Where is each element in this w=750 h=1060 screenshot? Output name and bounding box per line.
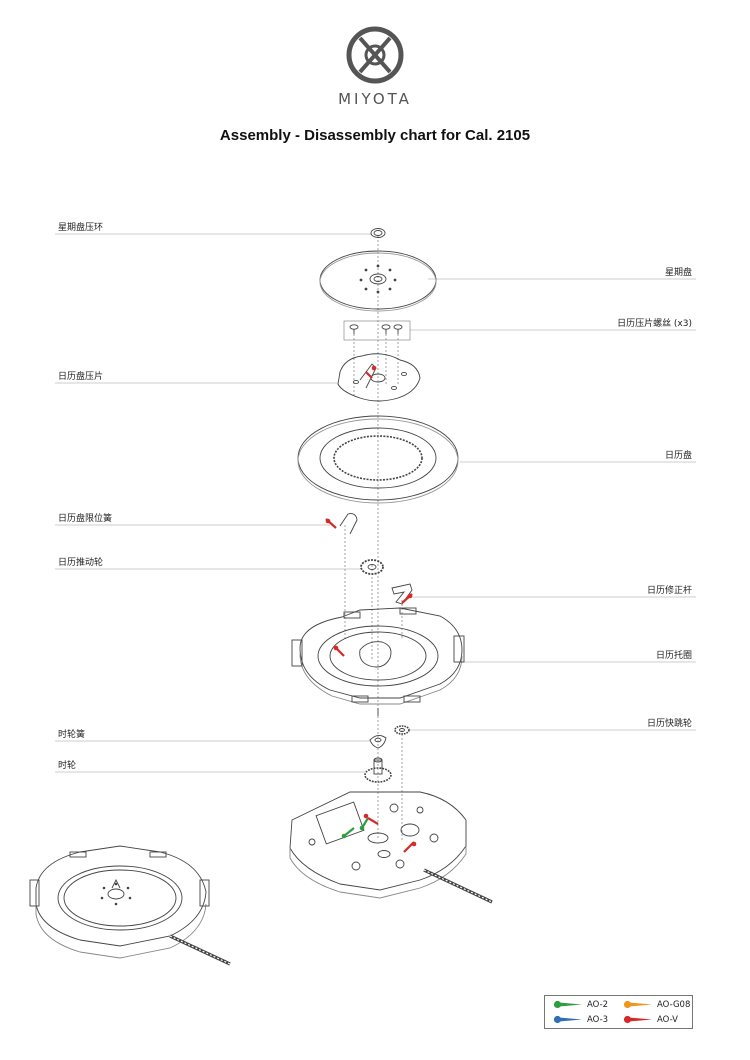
label-date-plate-screws: 日历压片螺丝 (x3) bbox=[617, 319, 692, 329]
oil-legend: AO-2 AO-G08 AO-3 AO-V bbox=[544, 995, 693, 1029]
label-date-dial-ring: 星期盘压环 bbox=[58, 223, 104, 233]
label-hour-wheel-spring: 时轮簧 bbox=[58, 730, 86, 740]
page-title: Assembly - Disassembly chart for Cal. 21… bbox=[219, 127, 531, 144]
label-date-driving-wheel: 日历推动轮 bbox=[58, 558, 104, 568]
main-movement-base-part bbox=[289, 791, 493, 904]
label-date-holder: 日历托圈 bbox=[655, 651, 692, 661]
legend-item-ao-2: AO-2 bbox=[553, 1000, 608, 1010]
miyota-emblem-icon bbox=[346, 26, 404, 84]
day-disk-part bbox=[319, 250, 437, 312]
legend-item-ao-3: AO-3 bbox=[553, 1015, 608, 1025]
hour-wheel-spring-part bbox=[369, 735, 387, 749]
label-date-disk: 日历盘 bbox=[664, 451, 692, 461]
miyota-logo: MIYOTA bbox=[325, 26, 425, 108]
leader-lines bbox=[55, 233, 696, 773]
legend-item-ao-g08: AO-G08 bbox=[623, 1000, 690, 1010]
brand-name: MIYOTA bbox=[338, 90, 412, 108]
hour-wheel-part bbox=[364, 757, 392, 783]
legend-item-ao-v: AO-V bbox=[623, 1015, 678, 1025]
orange-oiler-icon bbox=[623, 1000, 652, 1009]
date-plate-screws-part bbox=[343, 320, 411, 341]
date-holder-part bbox=[291, 607, 465, 716]
label-date-jumper-spring: 日历盘限位簧 bbox=[58, 514, 113, 524]
assembled-movement-view bbox=[29, 845, 231, 966]
label-date-corrector: 日历修正杆 bbox=[646, 586, 692, 596]
label-date-disk-plate: 日历盘压片 bbox=[58, 372, 104, 382]
date-corrector-part bbox=[391, 583, 413, 605]
red-oiler-icon bbox=[623, 1015, 652, 1024]
date-dial-ring-part bbox=[370, 228, 386, 238]
green-oiler-icon bbox=[553, 1000, 582, 1009]
label-day-disk: 星期盘 bbox=[664, 268, 692, 278]
date-disk-part bbox=[297, 415, 459, 504]
date-jumper-spring-part bbox=[339, 513, 358, 535]
assembly-axis-lines bbox=[344, 236, 403, 840]
date-driving-wheel-part bbox=[360, 559, 384, 575]
blue-oiler-icon bbox=[553, 1015, 582, 1024]
label-hour-wheel: 时轮 bbox=[58, 761, 77, 771]
date-quick-wheel-part bbox=[394, 725, 410, 735]
label-date-quick-wheel: 日历快跳轮 bbox=[646, 719, 692, 729]
date-disk-plate-part bbox=[337, 353, 421, 402]
